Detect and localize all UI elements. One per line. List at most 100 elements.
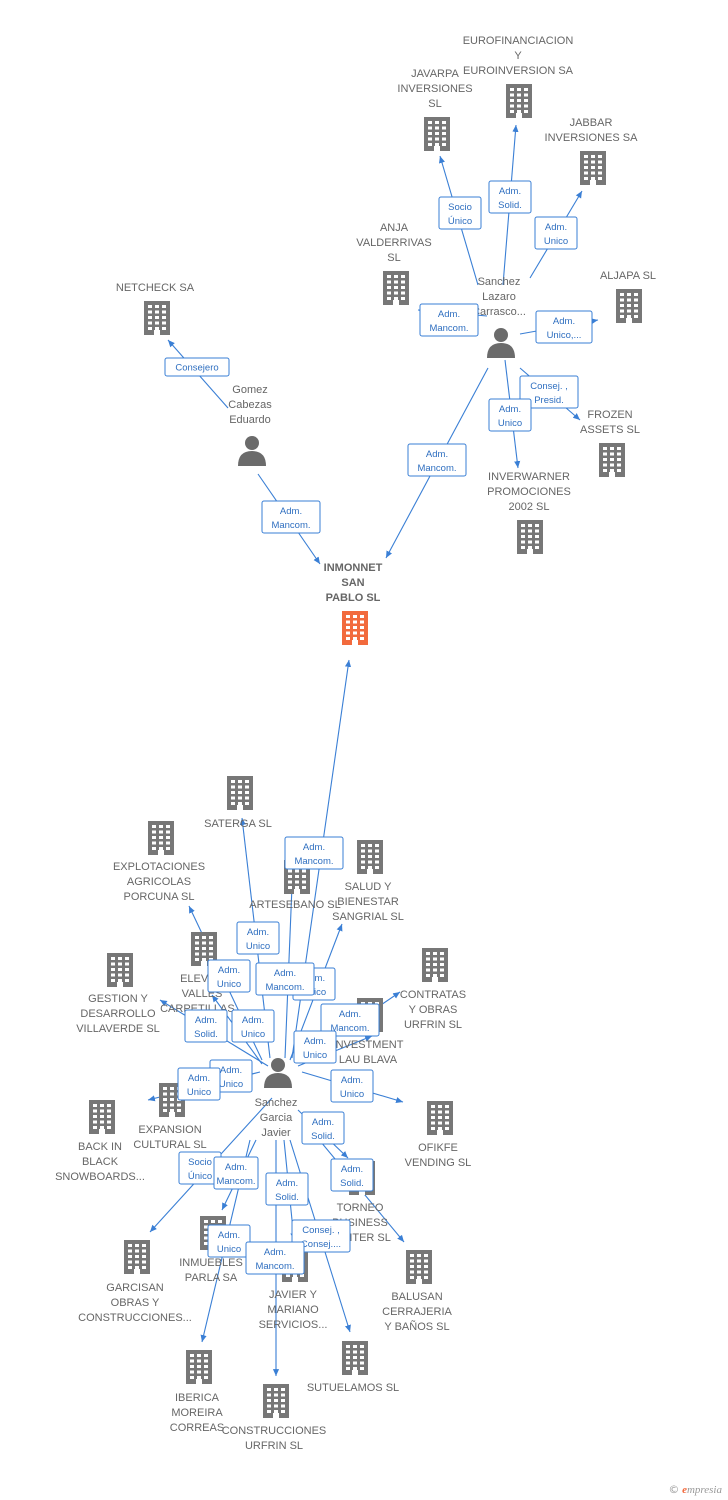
relation-badge: Consej. ,Consej.... (291, 1219, 351, 1253)
node-sanchez_lazaro[interactable]: SanchezLazaroCarrasco... (472, 276, 526, 358)
node-label: SERVICIOS... (259, 1319, 328, 1331)
node-label: SATERGA SL (204, 818, 272, 830)
building-icon (383, 271, 409, 305)
relation-badge: Adm.Solid. (265, 1172, 309, 1206)
badge-text: Mancom. (255, 1261, 294, 1272)
building-icon (424, 117, 450, 151)
node-label: SL (428, 98, 441, 110)
badge-text: Adm. (264, 1247, 286, 1258)
relation-badge: Adm.Unico (231, 1009, 275, 1043)
badge-text: Unico (498, 418, 522, 429)
node-label: MOREIRA (171, 1407, 223, 1419)
relation-badge: Adm. Mancom. (255, 962, 315, 996)
building-icon (422, 948, 448, 982)
node-label: CONTRATAS (400, 989, 466, 1001)
relation-badge: Adm.Unico (488, 398, 532, 432)
building-icon (124, 1240, 150, 1274)
badge-text: Mancom. (265, 982, 304, 993)
building-icon (427, 1101, 453, 1135)
node-elevadores[interactable]: ELEVA...VALLESCARPETILLAS... (160, 932, 244, 1015)
building-icon (517, 520, 543, 554)
badge-text: Adm. (341, 1164, 363, 1175)
building-icon (263, 1384, 289, 1418)
node-label: Sanchez (478, 276, 521, 288)
node-sutuelamos[interactable]: SUTUELAMOS SL (307, 1341, 399, 1394)
relation-badge: Consejero (164, 357, 230, 377)
relation-badge: Consej. ,Presid. (519, 375, 579, 409)
building-icon (144, 301, 170, 335)
node-aljapa[interactable]: ALJAPA SL (600, 270, 656, 323)
node-label: SAN (341, 577, 364, 589)
node-label: MARIANO (267, 1304, 319, 1316)
node-label: CERRAJERIA (382, 1306, 452, 1318)
person-icon (238, 436, 266, 466)
node-backin[interactable]: BACK INBLACKSNOWBOARDS... (55, 1100, 145, 1183)
node-saterga[interactable]: SATERGA SL (204, 776, 272, 830)
node-label: EXPLOTACIONES (113, 861, 205, 873)
node-label: Carrasco... (472, 306, 526, 318)
building-icon (342, 1341, 368, 1375)
node-label: Y BAÑOS SL (384, 1320, 449, 1333)
brand-initial: e (682, 1484, 687, 1496)
building-icon (599, 443, 625, 477)
building-icon (89, 1100, 115, 1134)
node-label: CONSTRUCCIONES... (78, 1312, 192, 1324)
node-label: PARLA SA (185, 1272, 238, 1284)
relation-badge: Adm.Solid. (488, 180, 532, 214)
node-label: GESTION Y (88, 993, 148, 1005)
badge-text: Unico (187, 1087, 211, 1098)
badge-text: Adm. (339, 1009, 361, 1020)
badge-text: Adm. (188, 1073, 210, 1084)
node-label: ARTESEBANO SL (249, 899, 341, 911)
relation-badge: Adm.Unico (330, 1069, 374, 1103)
node-label: INMUEBLES (179, 1257, 243, 1269)
node-label: PROMOCIONES (487, 486, 571, 498)
node-label: Javier (261, 1127, 291, 1139)
node-label: FROZEN (587, 409, 632, 421)
node-label: VILLAVERDE SL (76, 1023, 160, 1035)
badge-text: Socio (448, 202, 472, 213)
badge-text: Unico (303, 1050, 327, 1061)
badge-text: Adm. (218, 965, 240, 976)
node-label: BACK IN (78, 1141, 122, 1153)
badge-text: Adm. (312, 1117, 334, 1128)
badge-text: Mancom. (330, 1023, 369, 1034)
badge-text: Socio (188, 1157, 212, 1168)
badge-text: Adm. (220, 1065, 242, 1076)
badge-text: Adm. (426, 449, 448, 460)
node-label: Y OBRAS (409, 1004, 458, 1016)
badge-text: Mancom. (417, 463, 456, 474)
badge-text: Consejero (175, 363, 218, 374)
badge-text: Mancom. (429, 323, 468, 334)
badge-text: Unico (544, 236, 568, 247)
relation-badge: Adm.Unico,... (535, 310, 593, 344)
node-label: SANGRIAL SL (332, 911, 404, 923)
relation-badges-layer: SocioÚnicoAdm.Solid.Adm.UnicoAdm.Mancom.… (164, 180, 593, 1275)
copyright-symbol: © (668, 1483, 680, 1496)
node-netcheck[interactable]: NETCHECK SA (116, 282, 195, 335)
node-label: Gomez (232, 384, 267, 396)
badge-text: Solid. (275, 1192, 299, 1203)
badge-text: Adm. (274, 968, 296, 979)
brand-name: mpresia (686, 1484, 722, 1496)
